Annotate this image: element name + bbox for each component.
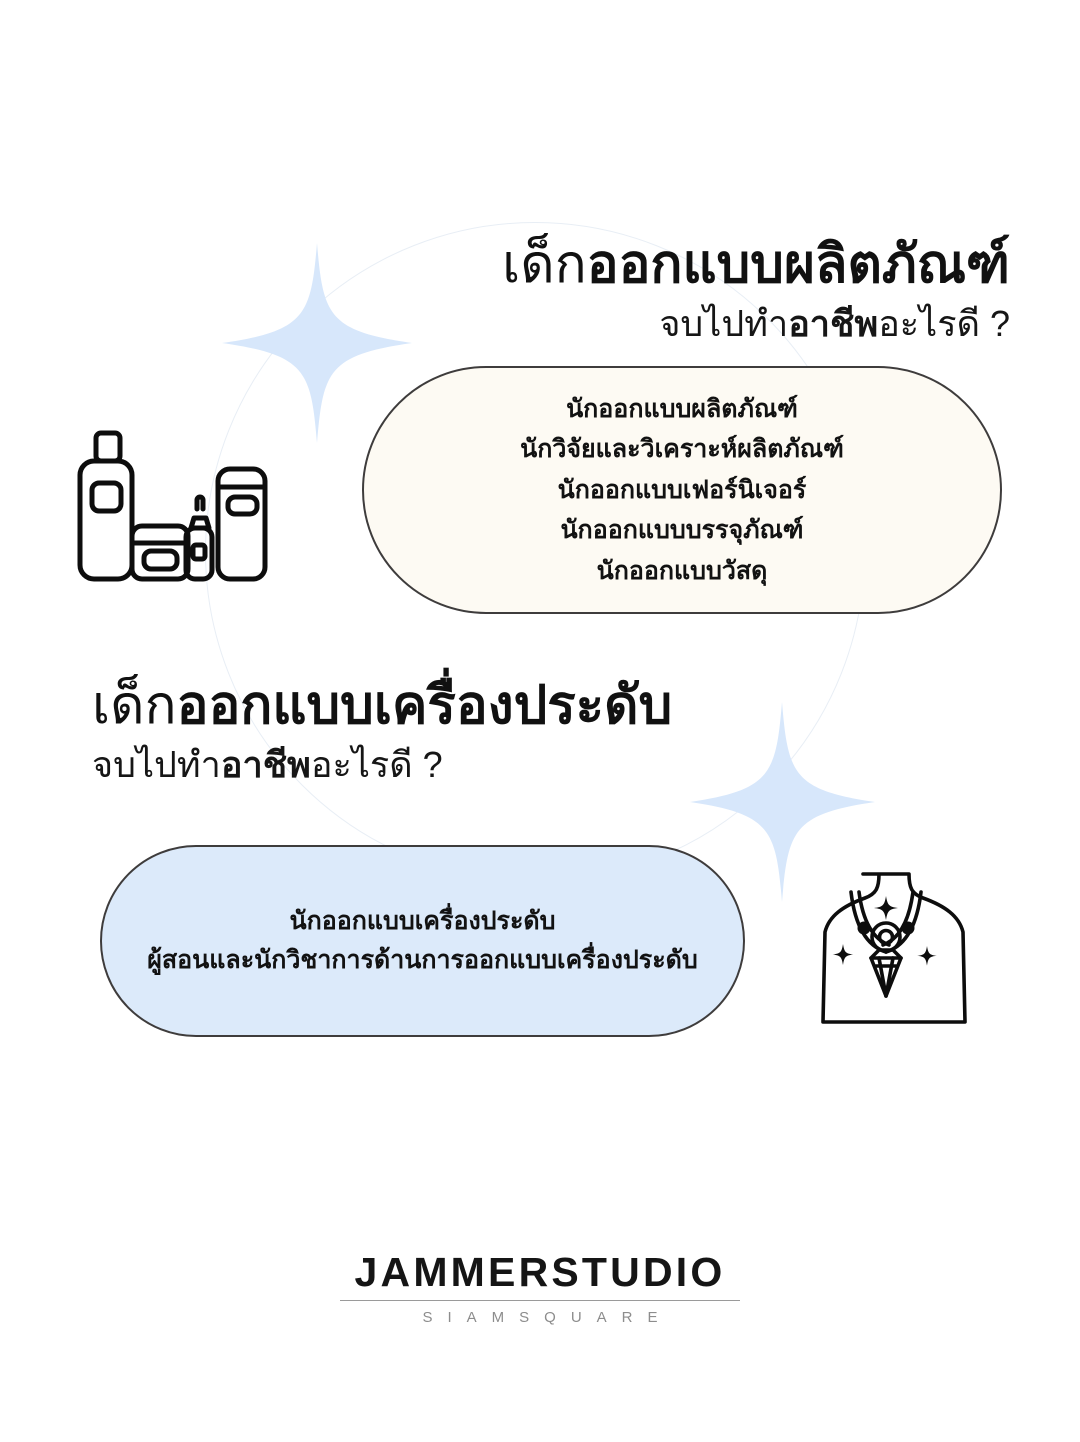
brand-name: JAMMERSTUDIO <box>354 1249 726 1295</box>
career-item: ผู้สอนและนักวิชาการด้านการออกแบบเครื่องป… <box>147 946 698 974</box>
career-item: นักออกแบบผลิตภัณฑ์ <box>566 394 798 423</box>
jewelry-design-heading-block: เด็กออกแบบเครื่องประดับ จบไปทำอาชีพอะไรด… <box>92 676 672 787</box>
product-design-subheading: จบไปทำอาชีพอะไรดี ? <box>502 302 1010 345</box>
jewelry-design-heading: เด็กออกแบบเครื่องประดับ <box>92 676 672 735</box>
jewelry-design-subheading-suffix: อะไรดี ? <box>310 744 443 786</box>
product-design-subheading-emphasis: อาชีพ <box>788 303 879 345</box>
product-design-subheading-suffix: อะไรดี ? <box>878 303 1010 345</box>
sparkle-decoration-top <box>222 243 412 443</box>
jewelry-design-careers-card: นักออกแบบเครื่องประดับ ผู้สอนและนักวิชาก… <box>100 845 745 1037</box>
jewelry-design-subheading-prefix: จบไปทำ <box>92 744 221 786</box>
career-item: นักออกแบบวัสดุ <box>596 556 768 585</box>
career-item: นักออกแบบบรรจุภัณฑ์ <box>560 516 804 545</box>
jewelry-design-subheading-emphasis: อาชีพ <box>220 744 311 786</box>
product-design-careers-card: นักออกแบบผลิตภัณฑ์ นักวิจัยและวิเคราะห์ผ… <box>362 366 1002 614</box>
product-design-heading-prefix: เด็ก <box>502 235 587 294</box>
necklace-bust-icon <box>805 872 967 1024</box>
brand-location: SIAMSQUARE <box>422 1309 673 1326</box>
product-design-heading: เด็กออกแบบผลิตภัณฑ์ <box>502 235 1010 294</box>
product-design-subheading-prefix: จบไปทำ <box>659 303 789 345</box>
career-item: นักออกแบบเครื่องประดับ <box>289 907 556 936</box>
logo-divider <box>340 1300 740 1301</box>
product-design-heading-emphasis: ออกแบบผลิตภัณฑ์ <box>586 235 1010 294</box>
career-item: นักวิจัยและวิเคราะห์ผลิตภัณฑ์ <box>520 435 844 464</box>
cosmetic-products-icon <box>70 425 270 600</box>
jewelry-design-subheading: จบไปทำอาชีพอะไรดี ? <box>92 743 672 786</box>
brand-logo: JAMMERSTUDIO SIAMSQUARE <box>0 1252 1080 1325</box>
jewelry-design-heading-prefix: เด็ก <box>92 676 177 735</box>
jewelry-design-heading-emphasis: ออกแบบเครื่องประดับ <box>176 676 673 735</box>
career-item: นักออกแบบเฟอร์นิเจอร์ <box>557 475 807 504</box>
product-design-heading-block: เด็กออกแบบผลิตภัณฑ์ จบไปทำอาชีพอะไรดี ? <box>502 235 1010 346</box>
